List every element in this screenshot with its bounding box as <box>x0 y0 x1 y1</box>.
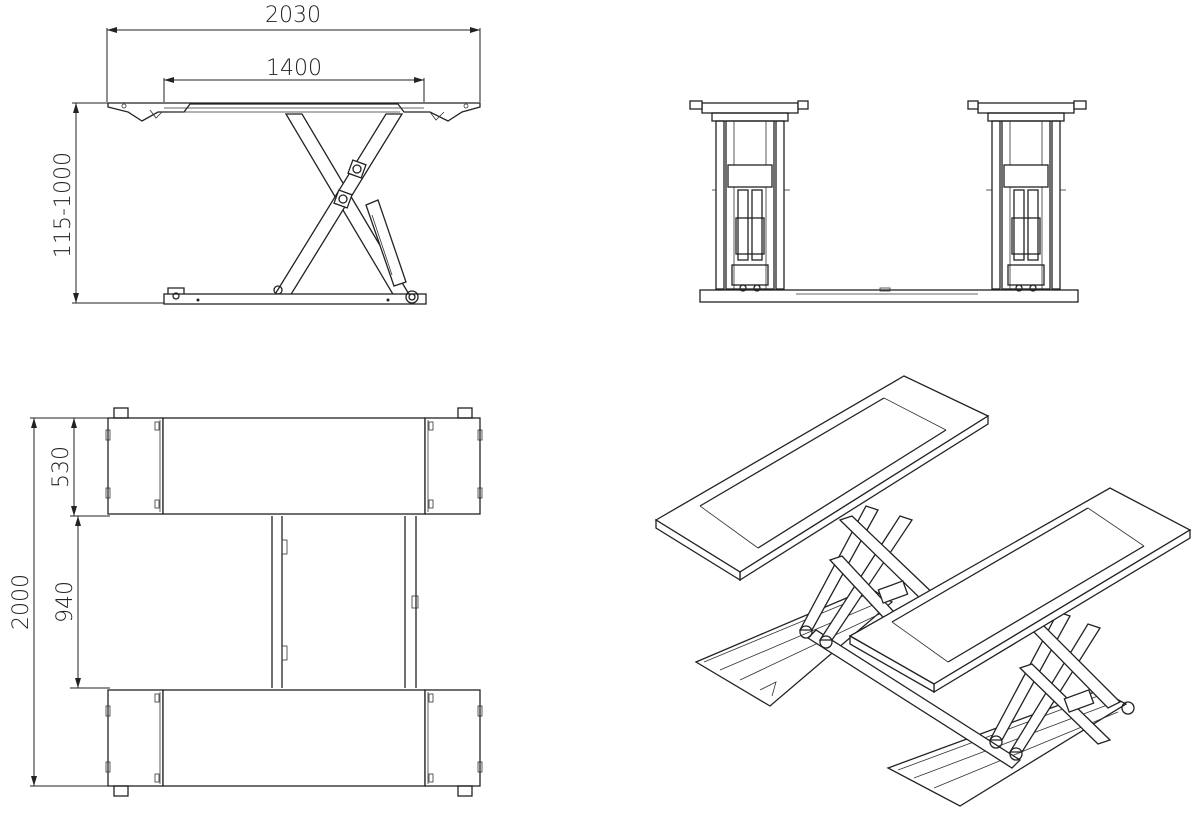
dimension-platform-width: 530 <box>49 418 110 517</box>
top-view: 2000 530 940 <box>9 407 483 797</box>
side-platform <box>107 102 481 122</box>
dimension-overall-length: 2030 <box>106 3 481 102</box>
end-view-right-unit <box>967 100 1087 292</box>
iso-left-platform <box>654 375 990 582</box>
end-base-rail <box>699 289 1079 303</box>
dimension-label-platform-width: 530 <box>49 446 74 488</box>
top-view-platform-lower <box>105 689 483 797</box>
isometric-view <box>654 375 1192 807</box>
dimension-platform-length: 1400 <box>163 56 425 102</box>
iso-cross-bar <box>806 629 1022 769</box>
end-view <box>689 100 1087 303</box>
dimension-label-overall-width: 2000 <box>9 574 34 630</box>
side-view: 2030 1400 115-1000 <box>51 3 481 305</box>
dimension-label-gap-width: 940 <box>53 581 78 623</box>
dimension-label-platform-length: 1400 <box>266 56 322 81</box>
top-view-base-frame <box>271 516 419 688</box>
iso-right-scissor <box>988 611 1135 761</box>
side-base <box>163 287 427 305</box>
iso-right-platform <box>848 487 1192 694</box>
dimension-label-overall-length: 2030 <box>265 3 321 28</box>
top-view-platform-upper <box>105 407 483 515</box>
side-scissor-arms <box>272 113 412 297</box>
end-view-left-unit <box>689 100 809 292</box>
dimension-height-range: 115-1000 <box>51 102 166 304</box>
dimension-label-height-range: 115-1000 <box>51 152 76 258</box>
dimension-overall-width: 2000 <box>9 417 110 787</box>
dimension-gap-width: 940 <box>53 516 110 689</box>
